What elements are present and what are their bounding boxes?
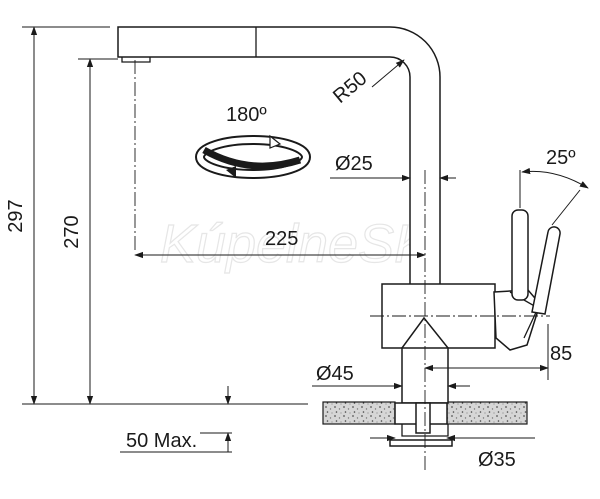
centerlines bbox=[134, 60, 550, 470]
label-diameter-45: Ø45 bbox=[316, 363, 354, 385]
label-diameter-35: Ø35 bbox=[478, 449, 516, 471]
label-height-270: 270 bbox=[61, 215, 83, 248]
dimension-lever-offset bbox=[424, 324, 549, 380]
watermark: KúpelneSK bbox=[160, 214, 432, 274]
label-radius-r50: R50 bbox=[329, 67, 371, 107]
dimension-lever-angle bbox=[519, 167, 589, 226]
rotation-arrow-icon bbox=[195, 134, 311, 179]
label-offset-85: 85 bbox=[550, 343, 572, 365]
leader-radius bbox=[371, 59, 405, 88]
label-height-297: 297 bbox=[5, 199, 27, 232]
label-rotation-180: 180º bbox=[226, 104, 267, 126]
worktop bbox=[22, 401, 528, 425]
faucet-outline bbox=[117, 26, 561, 447]
dimension-worktop-thickness bbox=[120, 386, 232, 453]
label-worktop-50-max: 50 Max. bbox=[126, 430, 197, 452]
label-diameter-25: Ø25 bbox=[335, 153, 373, 175]
label-angle-25: 25º bbox=[546, 147, 576, 169]
dimension-height-270 bbox=[78, 58, 118, 405]
label-reach-225: 225 bbox=[265, 228, 298, 250]
dimension-height-297 bbox=[22, 26, 110, 405]
